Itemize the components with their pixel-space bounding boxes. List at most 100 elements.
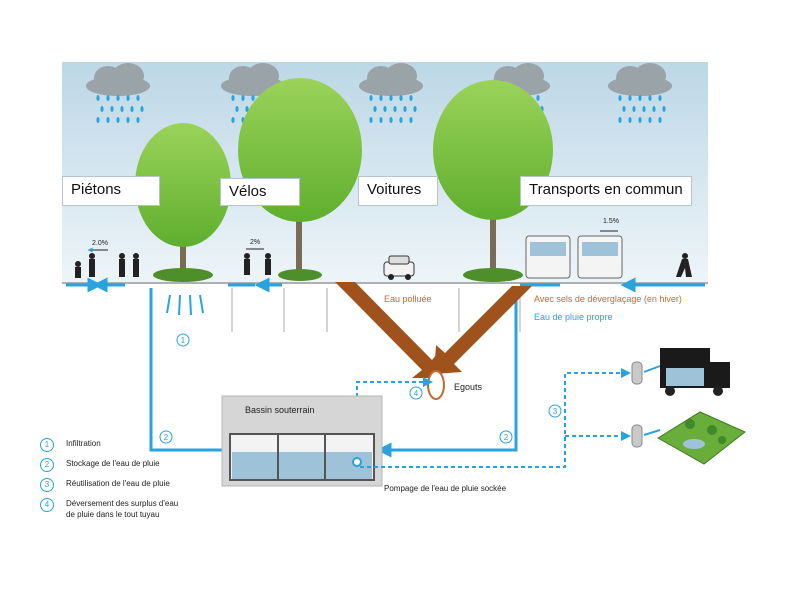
slope-label: 2% xyxy=(250,239,260,246)
raindrop-icon xyxy=(369,117,373,123)
raindrop-icon xyxy=(403,106,407,112)
svg-text:2: 2 xyxy=(504,433,509,442)
legend-number: 4 xyxy=(40,498,54,512)
svg-text:4: 4 xyxy=(414,389,419,398)
raindrop-icon xyxy=(658,95,662,101)
raindrop-icon xyxy=(241,95,245,101)
raindrop-icon xyxy=(413,106,417,112)
raindrop-icon xyxy=(251,95,255,101)
hydrant-spray xyxy=(643,429,661,436)
raindrop-icon xyxy=(136,117,140,123)
raindrop-icon xyxy=(116,117,120,123)
cloud-icon xyxy=(86,63,150,96)
marker-1: 1 xyxy=(176,333,190,347)
pedestrian-icon xyxy=(676,253,692,277)
svg-text:1: 1 xyxy=(181,336,186,345)
raindrop-icon xyxy=(373,106,377,112)
raindrop-icon xyxy=(393,106,397,112)
cloud-icon xyxy=(359,63,423,96)
legend-number: 1 xyxy=(40,438,54,452)
reuse-line xyxy=(360,368,631,468)
raindrop-icon xyxy=(622,106,626,112)
raindrop-icon xyxy=(245,106,249,112)
park-icon xyxy=(657,411,746,465)
raindrop-icon xyxy=(618,117,622,123)
raindrop-icon xyxy=(100,106,104,112)
legend-number: 3 xyxy=(40,478,54,492)
raindrop-icon xyxy=(96,117,100,123)
label-sels: Avec sels de déverglaçage (en hiver) xyxy=(534,294,682,304)
raindrop-icon xyxy=(106,117,110,123)
raindrop-icon xyxy=(369,95,373,101)
cyclist-icon xyxy=(244,253,271,275)
pedestrian-icon xyxy=(75,253,139,278)
sewer-icon xyxy=(427,370,445,400)
raindrop-icon xyxy=(409,117,413,123)
raindrop-icon xyxy=(662,106,666,112)
legend-text: Stockage de l'eau de pluie xyxy=(66,459,160,468)
svg-text:3: 3 xyxy=(553,407,558,416)
cloud-icon xyxy=(486,63,550,96)
marker-2: 2 xyxy=(499,430,513,444)
zone-label-transports: Transports en commun xyxy=(520,176,692,206)
label-eau-propre: Eau de pluie propre xyxy=(534,312,613,322)
raindrop-icon xyxy=(399,95,403,101)
hydrant-spray xyxy=(643,365,661,373)
underground-basin xyxy=(221,395,383,487)
raindrop-icon xyxy=(632,106,636,112)
raindrop-icon xyxy=(652,106,656,112)
raindrop-icon xyxy=(536,95,540,101)
raindrop-icon xyxy=(126,95,130,101)
raindrop-icon xyxy=(140,106,144,112)
raindrop-icon xyxy=(120,106,124,112)
zone-label-pietons: Piétons xyxy=(62,176,160,206)
label-egouts: Egouts xyxy=(454,382,483,392)
cloud-icon xyxy=(608,63,672,96)
raindrop-icon xyxy=(231,117,235,123)
marker-3: 3 xyxy=(548,404,562,418)
svg-text:2: 2 xyxy=(164,433,169,442)
raindrop-icon xyxy=(96,95,100,101)
raindrop-icon xyxy=(116,95,120,101)
overflow-line xyxy=(356,377,433,460)
legend-item: 4 Déversement des surplus d'eau de pluie… xyxy=(40,498,240,520)
marker-4: 4 xyxy=(409,386,423,400)
legend-item: 3 Réutilisation de l'eau de pluie xyxy=(40,478,240,492)
raindrop-icon xyxy=(106,95,110,101)
car-icon xyxy=(383,255,415,280)
tree-icon xyxy=(135,123,231,282)
raindrop-icon xyxy=(231,95,235,101)
legend-text: Infiltration xyxy=(66,439,101,448)
legend-item: 1 Infiltration xyxy=(40,438,240,452)
slope-label: 1.5% xyxy=(603,218,619,225)
raindrop-icon xyxy=(389,117,393,123)
legend: 1 Infiltration 2 Stockage de l'eau de pl… xyxy=(40,438,240,526)
raindrop-icon xyxy=(379,117,383,123)
raindrop-icon xyxy=(628,117,632,123)
cloud-icon xyxy=(221,63,285,96)
raindrop-icon xyxy=(235,106,239,112)
slope-label: 2.0% xyxy=(92,240,108,247)
hydrant-icon xyxy=(631,361,643,448)
zone-label-velos: Vélos xyxy=(220,178,300,206)
raindrop-icon xyxy=(638,117,642,123)
polluted-water-arrow xyxy=(335,282,532,378)
raindrop-icon xyxy=(389,95,393,101)
infiltration-lines xyxy=(166,294,204,316)
raindrop-icon xyxy=(399,117,403,123)
legend-item: 2 Stockage de l'eau de pluie xyxy=(40,458,240,472)
raindrop-icon xyxy=(642,106,646,112)
raindrop-icon xyxy=(409,95,413,101)
legend-text: Déversement des surplus d'eau de pluie d… xyxy=(66,499,179,519)
label-eau-polluee: Eau polluée xyxy=(384,294,432,304)
raindrop-icon xyxy=(130,106,134,112)
zone-label-voitures: Voitures xyxy=(358,176,438,206)
raindrop-icon xyxy=(126,117,130,123)
label-pompage: Pompage de l'eau de pluie sockée xyxy=(384,484,507,493)
raindrop-icon xyxy=(648,117,652,123)
trench-outline xyxy=(150,288,521,332)
raindrop-icon xyxy=(638,95,642,101)
raindrop-icon xyxy=(136,95,140,101)
raindrop-icon xyxy=(618,95,622,101)
